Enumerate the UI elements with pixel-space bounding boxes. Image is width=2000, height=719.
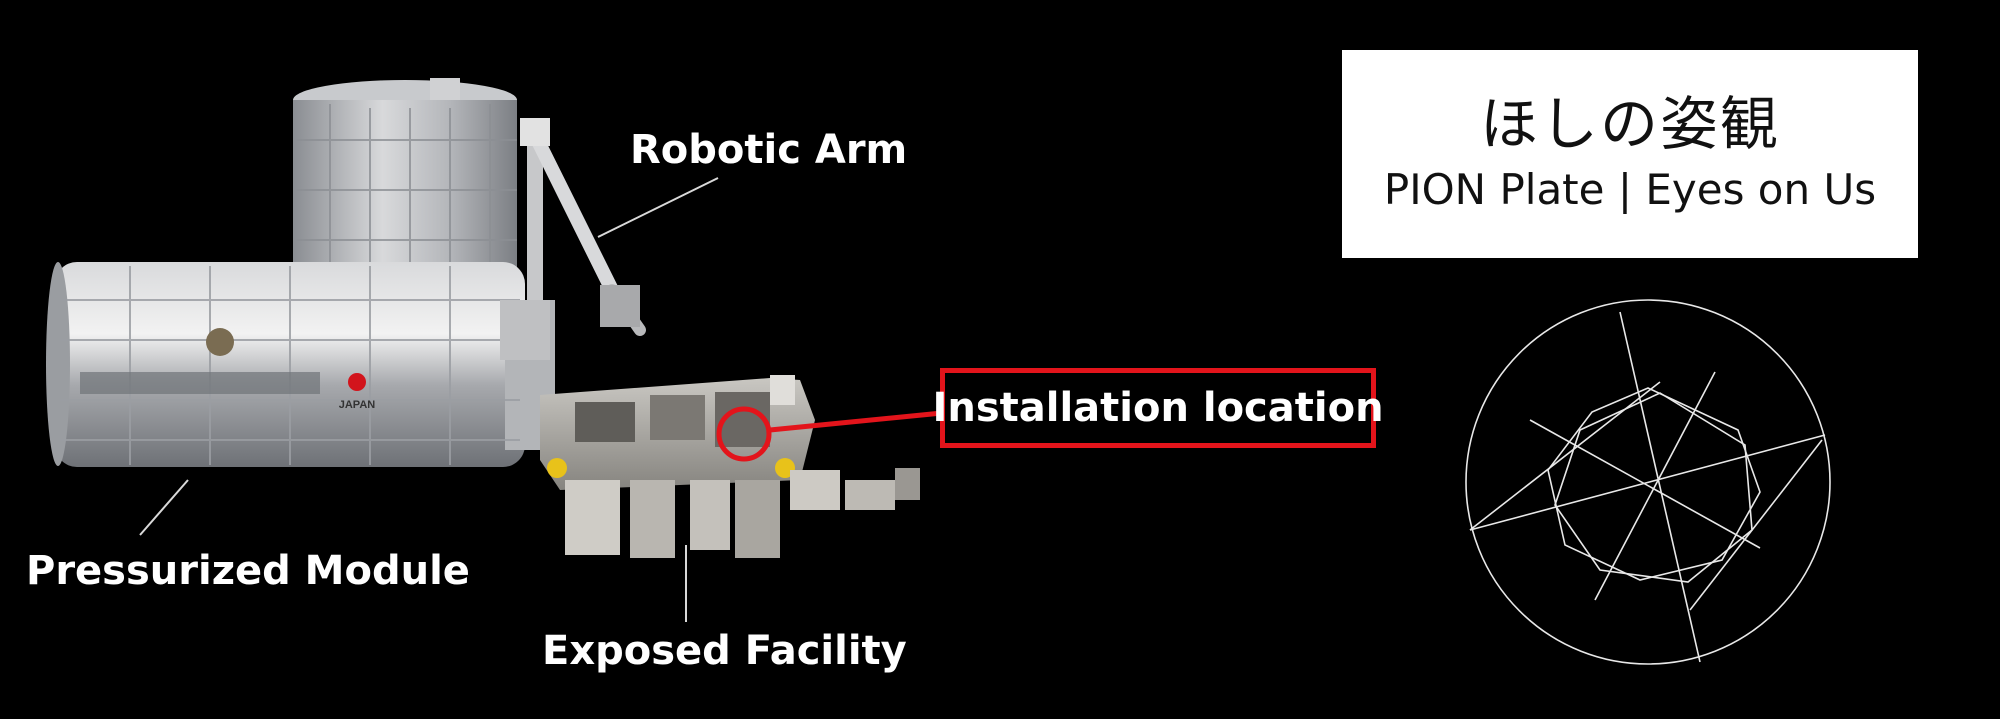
flag-text: JAPAN [339,399,376,411]
title-subtitle: PION Plate | Eyes on Us [1383,164,1877,214]
pressurized-module-label: Pressurized Module [26,548,470,594]
installation-location-label: Installation location [932,385,1384,431]
pressurized-module: JAPAN [46,262,555,467]
japan-flag-icon [348,373,366,391]
installation-marker-circle [716,406,772,462]
star-geometry-diagram [1465,299,1831,665]
installation-location-callout: Installation location [932,368,1384,448]
installation-leader [769,410,943,433]
robotic-arm [500,118,646,360]
robotic-arm-label: Robotic Arm [630,127,908,173]
japanese-title: ほしの姿観 [1479,89,1780,158]
exposed-facility [540,375,920,558]
exposed-facility-label: Exposed Facility [542,628,907,674]
leader-lines [139,177,719,622]
pressurized-module-leader [139,479,189,536]
title-card: ほしの姿観 PION Plate | Eyes on Us [1342,50,1918,258]
robotic-arm-leader [597,177,719,238]
